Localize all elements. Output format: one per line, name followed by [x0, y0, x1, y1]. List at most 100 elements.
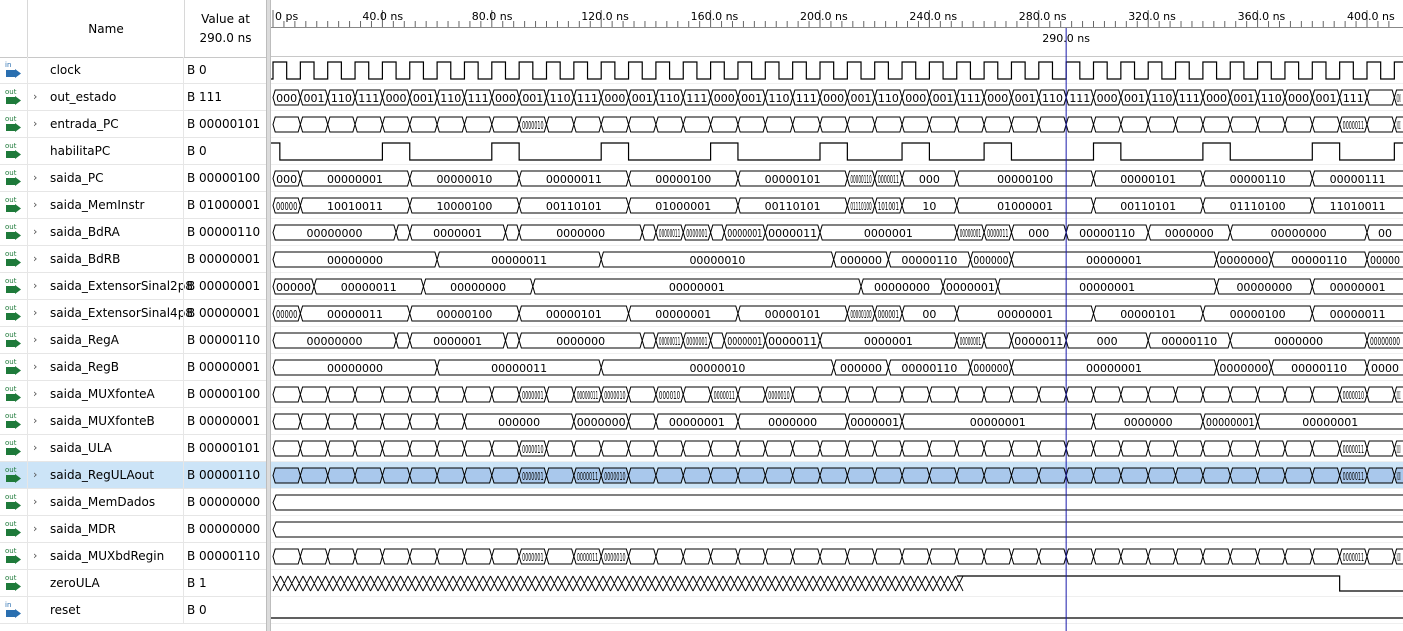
output-pin-icon: out	[4, 195, 22, 215]
expand-chevron-icon[interactable]: ›	[33, 306, 38, 319]
expand-chevron-icon[interactable]: ›	[33, 495, 38, 508]
bus-value-label: 000	[1097, 335, 1118, 348]
expand-chevron-icon[interactable]: ›	[33, 549, 38, 562]
bus-segment	[737, 116, 766, 133]
bus-value-label: 0000	[1371, 362, 1399, 375]
signal-name: saida_MUXfonteB	[50, 414, 155, 428]
bus-value-label: 0000011	[1343, 119, 1364, 132]
bus-value-label: 0000011	[577, 551, 598, 564]
expand-chevron-icon[interactable]: ›	[33, 468, 38, 481]
expand-chevron-icon[interactable]: ›	[33, 333, 38, 346]
bus-segment	[874, 440, 903, 457]
expand-chevron-icon[interactable]: ›	[33, 117, 38, 130]
svg-text:out: out	[5, 358, 17, 366]
svg-text:out: out	[5, 88, 17, 96]
input-pin-icon: in	[4, 600, 22, 620]
bus-value-label: 111	[1343, 92, 1364, 105]
bus-value-label: 00000001	[1206, 416, 1255, 429]
signal-value: B 1	[187, 576, 207, 590]
expand-chevron-icon[interactable]: ›	[33, 414, 38, 427]
unknown-waveform[interactable]	[272, 575, 1403, 592]
svg-text:out: out	[5, 466, 17, 474]
svg-text:out: out	[5, 169, 17, 177]
expand-chevron-icon[interactable]: ›	[33, 171, 38, 184]
output-pin-icon: out	[4, 222, 22, 242]
expand-chevron-icon[interactable]: ›	[33, 441, 38, 454]
expand-chevron-icon[interactable]: ›	[33, 360, 38, 373]
value-column-header[interactable]: Value at 290.0 ns	[184, 0, 266, 57]
bus-value-label: 000	[823, 92, 844, 105]
expand-chevron-icon[interactable]: ›	[33, 387, 38, 400]
bus-waveform-constant[interactable]	[272, 494, 1403, 511]
expand-chevron-icon[interactable]: ›	[33, 252, 38, 265]
expand-chevron-icon[interactable]: ›	[33, 198, 38, 211]
expand-chevron-icon[interactable]: ›	[33, 279, 38, 292]
column-separator	[27, 219, 28, 246]
column-separator	[27, 435, 28, 462]
bus-waveform-constant[interactable]	[272, 521, 1403, 538]
bus-value-label: 00000101	[1120, 173, 1176, 186]
expand-chevron-icon[interactable]: ›	[33, 90, 38, 103]
time-ruler[interactable]	[271, 0, 1403, 57]
name-column-header[interactable]: Name	[27, 0, 184, 57]
bit-waveform[interactable]	[271, 142, 1403, 161]
bus-segment	[272, 467, 301, 484]
bus-segment	[819, 386, 848, 403]
bus-segment	[1175, 467, 1204, 484]
column-separator	[27, 165, 28, 192]
bus-value-label: 0000011	[768, 227, 817, 240]
bus-value-label: 00000101	[765, 173, 821, 186]
name-column-label: Name	[88, 21, 124, 36]
panel-splitter[interactable]	[266, 0, 271, 631]
clock-waveform[interactable]	[271, 61, 1403, 80]
bus-segment	[463, 467, 493, 484]
bus-value-label: 0000000	[556, 227, 605, 240]
expand-chevron-icon[interactable]: ›	[33, 225, 38, 238]
bus-segment	[1010, 548, 1040, 565]
bus-segment	[901, 386, 930, 403]
bus-value-label: 00000000	[307, 227, 363, 240]
column-separator	[27, 84, 28, 111]
bus-segment	[764, 116, 794, 133]
bus-segment	[874, 386, 903, 403]
expand-chevron-icon[interactable]: ›	[33, 522, 38, 535]
bus-segment	[1065, 467, 1095, 484]
